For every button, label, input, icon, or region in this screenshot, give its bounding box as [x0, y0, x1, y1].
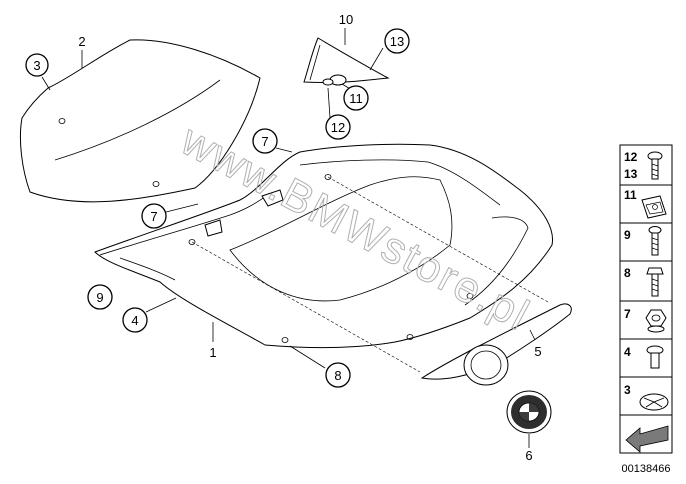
callout-13: 13: [390, 34, 404, 49]
callout-7-left: 7: [150, 209, 157, 224]
panel-label-9: 9: [624, 228, 631, 242]
callout-3: 3: [33, 58, 40, 73]
panel-cell-4: [619, 338, 673, 378]
callout-12: 12: [331, 120, 345, 135]
callout-circle-7-left: [141, 203, 167, 229]
callout-4: 4: [131, 313, 138, 328]
callout-circle-12: [325, 114, 351, 140]
push-rivet-icon: [646, 345, 664, 369]
callout-circle-11: [343, 85, 369, 111]
panel-label-7: 7: [624, 307, 631, 321]
screw-icon: [646, 267, 664, 297]
panel-label-12: 12: [624, 150, 638, 164]
callout-1: 1: [209, 345, 216, 360]
callout-2: 2: [78, 34, 85, 49]
part-2-side-cover: [19, 39, 261, 203]
part-5-trim-strip: [420, 303, 572, 386]
panel-cell-12-13: [619, 144, 673, 186]
callout-8: 8: [334, 368, 341, 383]
callout-circle-4: [122, 307, 148, 333]
callout-circle-9: [87, 284, 113, 310]
callouts: 2 3 10 13 11 12 7 7 9 4 1 8 5 6: [25, 12, 542, 463]
callout-circle-13: [384, 28, 410, 54]
hardware-panel: 12 13 11 9 8: [619, 144, 673, 475]
star-clip-icon: [639, 393, 669, 411]
part-10-bracket: [303, 37, 390, 86]
panel-label-11: 11: [624, 188, 637, 202]
callout-9: 9: [96, 290, 103, 305]
callout-circle-7-top: [252, 128, 278, 154]
callout-6: 6: [525, 448, 532, 463]
panel-label-8: 8: [624, 266, 631, 280]
panel-label-4: 4: [624, 345, 631, 359]
long-screw-icon: [647, 151, 663, 180]
leader-lines: [41, 28, 536, 369]
arrow-icon: [625, 425, 669, 453]
callout-circle-8: [325, 362, 351, 388]
hex-nut-icon: [645, 309, 667, 333]
clip-nut-icon: [641, 195, 667, 219]
screw-icon: [648, 226, 662, 256]
part-1-underbody-shield: [94, 143, 554, 373]
callout-5: 5: [534, 344, 541, 359]
callout-circle-3: [25, 53, 49, 77]
reference-number: 00138466: [622, 463, 671, 475]
callout-10: 10: [339, 12, 353, 27]
panel-label-13: 13: [624, 167, 638, 181]
callout-11: 11: [349, 91, 363, 106]
panel-label-3: 3: [624, 383, 631, 397]
callout-7-top: 7: [261, 134, 268, 149]
part-6-bmw-emblem: [506, 390, 552, 434]
panel-cell-9: [619, 222, 673, 262]
